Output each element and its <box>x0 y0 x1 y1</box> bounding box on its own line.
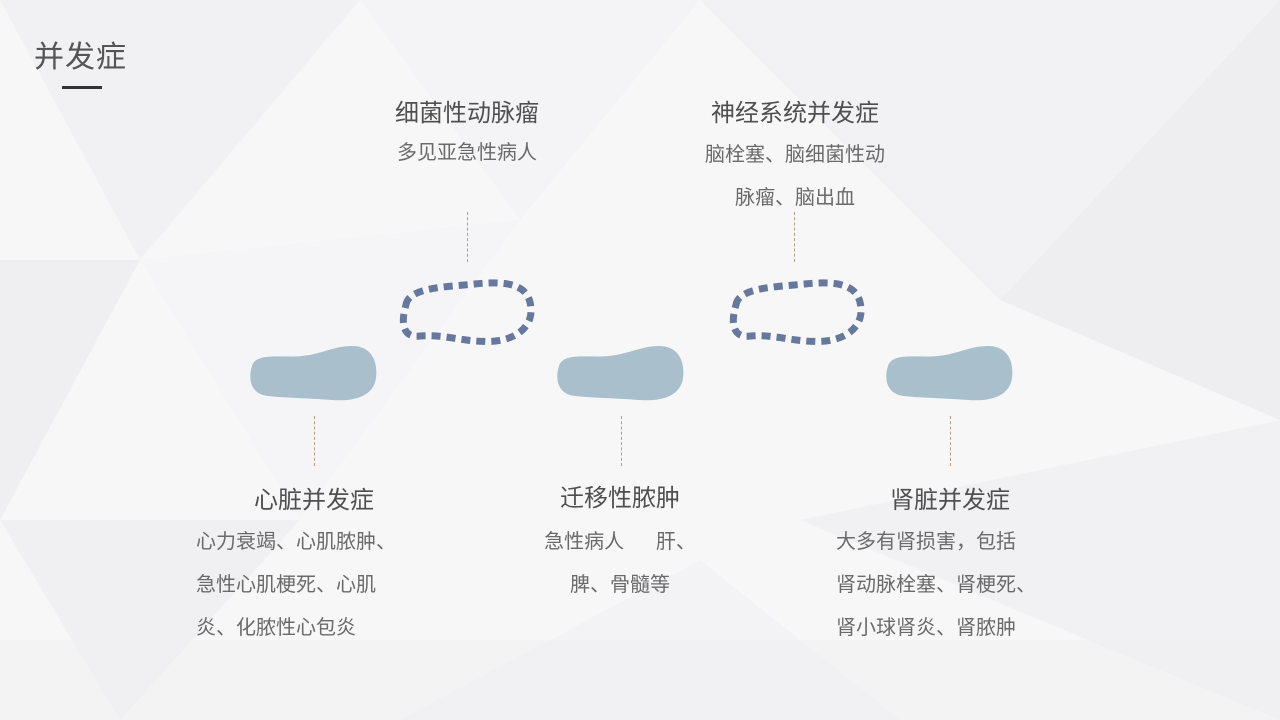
desc-line: 脑栓塞、脑细菌性动 <box>705 142 885 166</box>
card-metastatic-abscess: 迁移性脓肿 急性病人 肝、 脾、骨髓等 <box>510 482 730 606</box>
desc-line: 脉瘤、脑出血 <box>735 185 855 209</box>
desc-line: 急性病人 肝、 <box>544 529 696 553</box>
solid-footprint-1 <box>250 346 377 401</box>
connector-line-3 <box>314 416 315 466</box>
desc-line: 肾动脉栓塞、肾梗死、 <box>836 572 1036 596</box>
card-desc: 大多有肾损害，包括 肾动脉栓塞、肾梗死、 肾小球肾炎、肾脓肿 <box>836 520 1086 649</box>
card-desc: 多见亚急性病人 <box>357 139 577 165</box>
card-title: 细菌性动脉瘤 <box>395 99 539 127</box>
desc-line: 急性心肌梗死、心肌 <box>196 572 376 596</box>
desc-line: 心力衰竭、心肌脓肿、 <box>196 529 396 553</box>
card-cardiac-complications: 心脏并发症 心力衰竭、心肌脓肿、 急性心肌梗死、心肌 炎、化脓性心包炎 <box>196 484 446 649</box>
connector-line-4 <box>621 416 622 466</box>
desc-line: 大多有肾损害，包括 <box>836 529 1016 553</box>
desc-line: 脾、骨髓等 <box>570 572 670 596</box>
card-desc: 急性病人 肝、 脾、骨髓等 <box>510 520 730 606</box>
connector-line-5 <box>950 416 951 466</box>
solid-footprint-2 <box>557 346 684 401</box>
desc-line: 多见亚急性病人 <box>397 140 537 164</box>
card-renal-complications: 肾脏并发症 大多有肾损害，包括 肾动脉栓塞、肾梗死、 肾小球肾炎、肾脓肿 <box>836 484 1086 649</box>
card-title: 迁移性脓肿 <box>560 484 680 512</box>
connector-line-1 <box>467 212 468 262</box>
card-desc: 心力衰竭、心肌脓肿、 急性心肌梗死、心肌 炎、化脓性心包炎 <box>196 520 446 649</box>
title-underline <box>62 86 102 89</box>
dashed-footprint-1 <box>399 279 535 345</box>
card-bacterial-aneurysm: 细菌性动脉瘤 多见亚急性病人 <box>357 97 577 165</box>
desc-line: 炎、化脓性心包炎 <box>196 615 356 639</box>
connector-line-2 <box>794 212 795 262</box>
card-title: 心脏并发症 <box>254 486 374 514</box>
card-title: 神经系统并发症 <box>711 99 879 127</box>
card-desc: 脑栓塞、脑细菌性动 脉瘤、脑出血 <box>670 133 920 219</box>
page-title: 并发症 <box>34 40 127 75</box>
card-title: 肾脏并发症 <box>890 486 1010 514</box>
card-neuro-complications: 神经系统并发症 脑栓塞、脑细菌性动 脉瘤、脑出血 <box>670 97 920 219</box>
dashed-footprint-2 <box>729 279 865 345</box>
solid-footprint-3 <box>886 346 1013 401</box>
desc-line: 肾小球肾炎、肾脓肿 <box>836 615 1016 639</box>
